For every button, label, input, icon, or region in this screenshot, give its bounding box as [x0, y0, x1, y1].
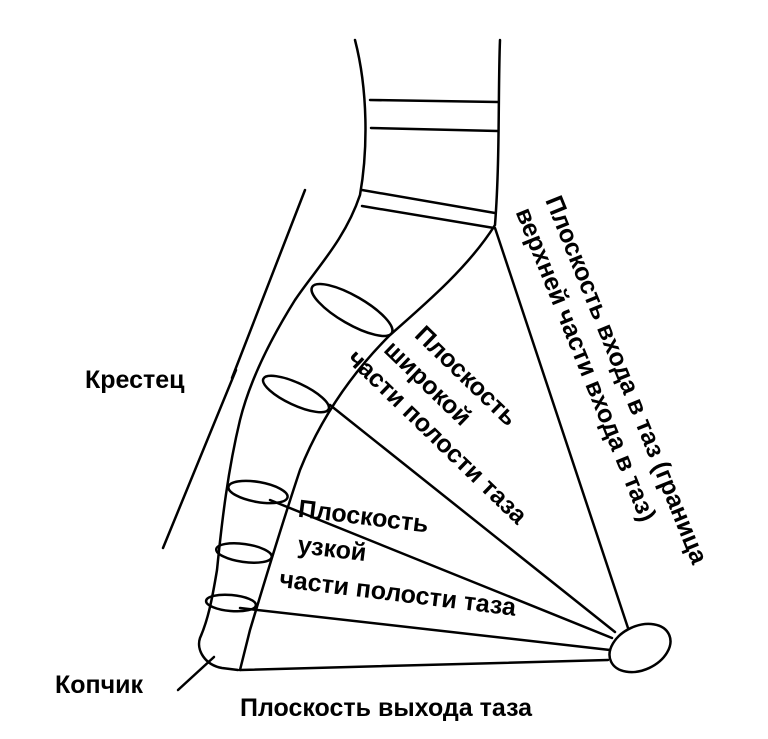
outlet-plane-line	[238, 658, 610, 672]
sacrum-label: Крестец	[85, 366, 185, 394]
spine-posterior-outline	[197, 38, 367, 672]
narrow-plane-line	[238, 606, 612, 652]
sacrum-indicator-line	[161, 188, 307, 550]
vertebra-band	[360, 188, 497, 230]
sacral-segment	[261, 374, 331, 414]
inlet-plane-label-line1: Плоскость входа в таз (граница	[539, 192, 713, 569]
pubic-symphysis	[608, 622, 672, 674]
sacral-segment	[214, 542, 274, 564]
narrow-plane-label-line3: части полости таза	[278, 565, 519, 622]
outlet-plane-label: Плоскость выхода таза	[240, 694, 533, 722]
wide-plane-line	[328, 403, 617, 634]
narrow-plane-line-upper	[268, 498, 614, 640]
inlet-plane-line	[493, 226, 630, 630]
narrow-plane-label-line1: Плоскость	[297, 495, 430, 539]
coccyx-pointer-line	[176, 655, 216, 692]
sacral-segment	[204, 593, 258, 613]
coccyx-label: Копчик	[55, 671, 144, 699]
sacral-segment	[227, 479, 289, 505]
vertebra-band	[368, 98, 500, 133]
sacral-segment	[310, 282, 394, 338]
